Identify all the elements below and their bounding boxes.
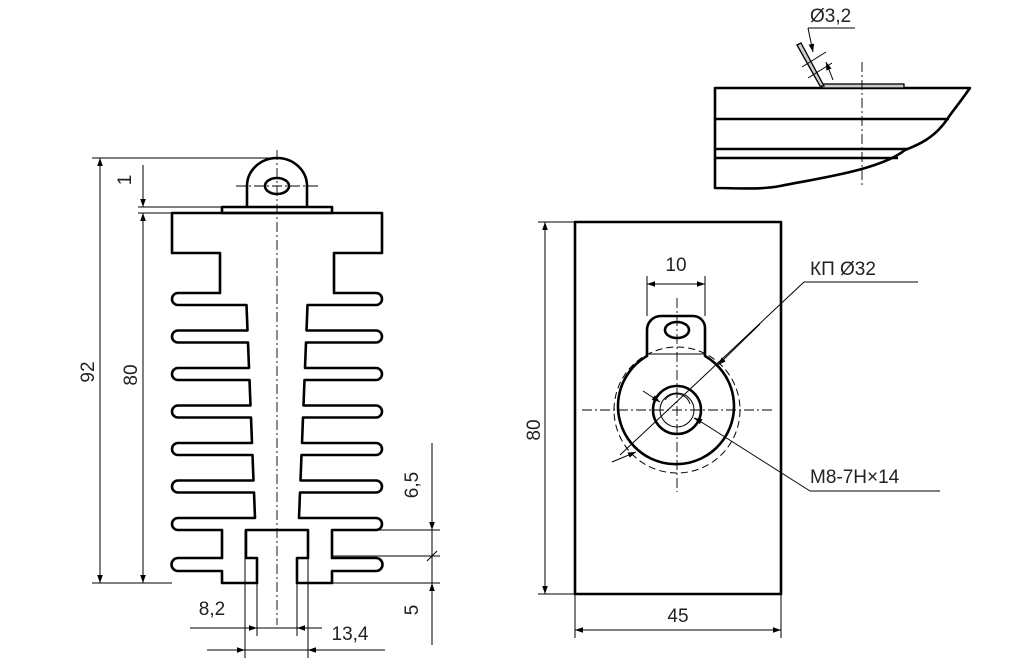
dim-6-5: 6,5 — [402, 472, 423, 498]
dim-80-top: 80 — [524, 419, 545, 440]
terminal-lug-top — [616, 314, 736, 466]
heatsink-outline — [573, 220, 783, 596]
dim-10: 10 — [665, 255, 686, 276]
detail-plate — [821, 83, 905, 89]
detail-section-outline — [713, 86, 972, 190]
bent-lug — [796, 42, 826, 87]
dim-1: 1 — [115, 175, 136, 186]
dim-13-4: 13,4 — [332, 624, 369, 645]
dim-92: 92 — [78, 361, 99, 382]
dim-5: 5 — [402, 605, 423, 616]
dim-8-2: 8,2 — [199, 599, 225, 620]
dim-45: 45 — [667, 606, 688, 627]
detail-view: Ø3,2 — [713, 6, 972, 190]
heatsink-right-half — [275, 211, 384, 585]
dim-80-side: 80 — [121, 364, 142, 385]
callout-contact-area: КП Ø32 — [810, 259, 876, 280]
heatsink-left-half — [170, 211, 277, 585]
side-view: 92 80 1 6,5 5 8,2 13,4 — [78, 150, 440, 658]
top-view: 80 45 10 КП Ø32 M8-7H×14 — [524, 220, 940, 638]
callout-thread: M8-7H×14 — [810, 467, 900, 488]
dim-hole-diameter: Ø3,2 — [810, 6, 851, 27]
